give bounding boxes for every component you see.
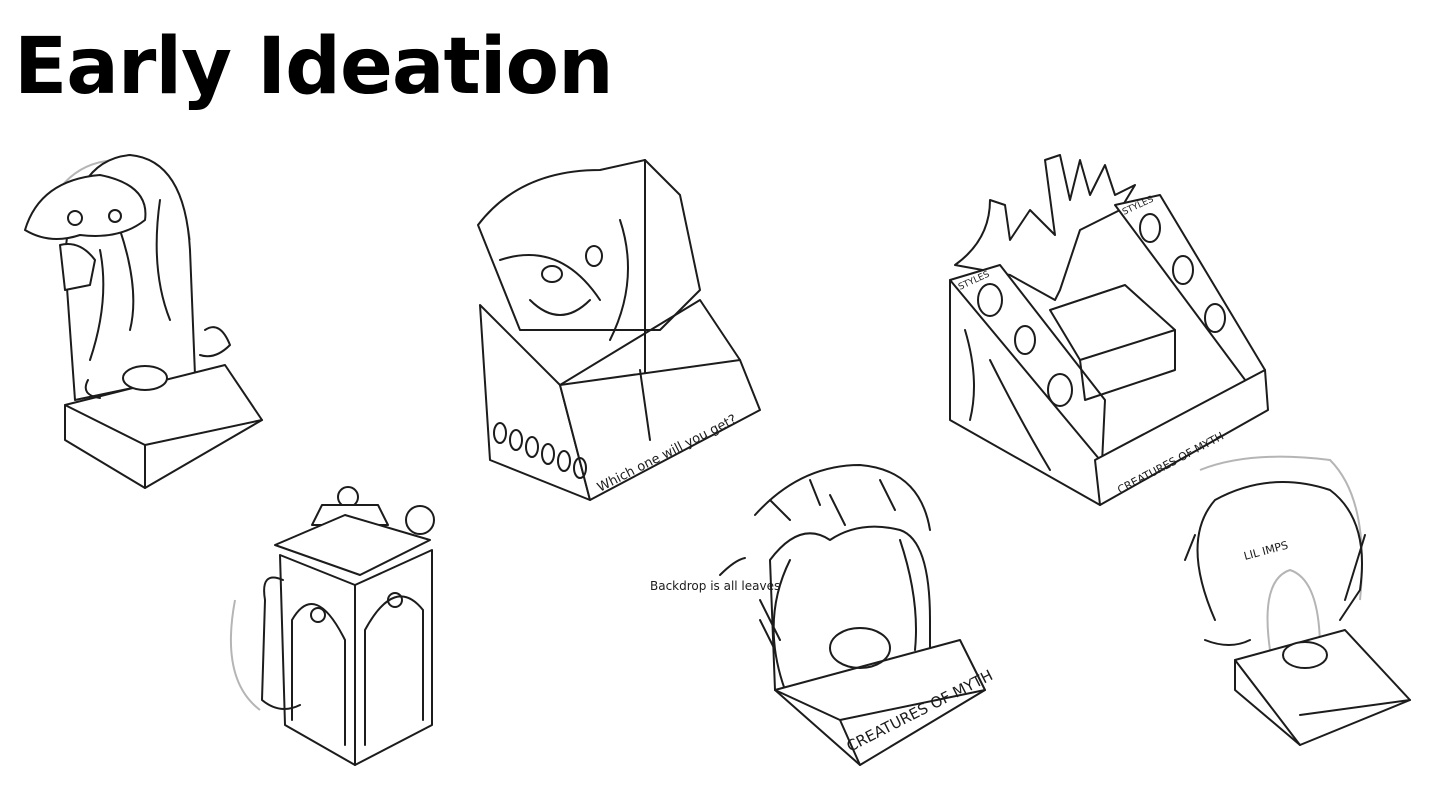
- dome-dispenser-sketch: [24, 154, 263, 489]
- backdrop-annotation: Backdrop is all leaves: [650, 579, 780, 593]
- leaf-backdrop-display-sketch: CREATURES OF MYTH Backdrop is all leaves: [650, 464, 996, 766]
- slide-title: Early Ideation: [14, 22, 614, 112]
- mystery-box-display-sketch: Which one will you get?: [477, 159, 761, 501]
- lantern-sketch: [229, 486, 435, 766]
- tree-display-sketch: STYLES STYLES CREATURES OF MYTH: [949, 154, 1269, 506]
- lil-imps-label: LIL IMPS: [1242, 539, 1289, 563]
- lil-imps-display-sketch: LIL IMPS: [1184, 455, 1411, 746]
